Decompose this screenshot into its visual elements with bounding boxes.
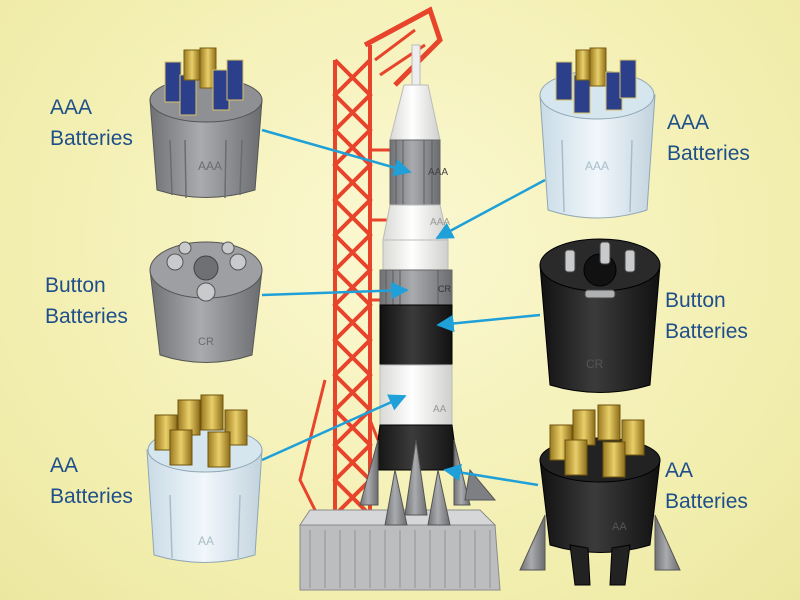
battery-icon bbox=[555, 47, 637, 114]
holder-marking: AA bbox=[612, 521, 627, 533]
arrow-aaa-right bbox=[435, 178, 546, 240]
battery-icon bbox=[549, 404, 645, 478]
label-line: AA bbox=[50, 454, 79, 477]
holder-marking: AA bbox=[198, 534, 214, 548]
label-button-right: Button Batteries bbox=[665, 285, 748, 347]
arrow-aa-left bbox=[261, 394, 407, 462]
label-line: Button bbox=[665, 289, 726, 312]
label-line: Batteries bbox=[50, 485, 133, 508]
label-aaa-left: AAA Batteries bbox=[50, 92, 133, 154]
battery-holder-button-right: CR bbox=[539, 238, 661, 393]
holder-marking: CR bbox=[586, 357, 604, 371]
arrow-button-right bbox=[436, 313, 541, 333]
label-line: Button bbox=[45, 274, 106, 297]
label-line: AA bbox=[665, 459, 694, 482]
rocket-marking: AA bbox=[433, 404, 447, 415]
battery-holder-button-left: CR bbox=[149, 241, 263, 363]
rocket-marking: CR bbox=[438, 284, 451, 294]
arrow-aaa-left bbox=[261, 128, 412, 177]
label-line: Batteries bbox=[665, 490, 748, 513]
label-line: Batteries bbox=[50, 127, 133, 150]
label-aaa-right: AAA Batteries bbox=[667, 107, 750, 169]
battery-icon bbox=[154, 394, 248, 468]
rocket-model: AAA AAA CR AA bbox=[359, 44, 497, 526]
battery-holder-aa-right: AA bbox=[519, 404, 681, 586]
label-line: Batteries bbox=[45, 305, 128, 328]
rocket-marking: AAA bbox=[430, 217, 450, 228]
arrow-aa-right bbox=[443, 463, 539, 487]
pointer-arrows bbox=[261, 128, 546, 487]
label-aa-right: AA Batteries bbox=[665, 455, 748, 517]
battery-icon bbox=[164, 47, 244, 116]
arrow-button-left bbox=[261, 281, 409, 300]
label-line: AAA bbox=[667, 111, 710, 134]
battery-holder-aaa-left: AAA bbox=[149, 47, 263, 199]
label-line: Batteries bbox=[665, 320, 748, 343]
label-button-left: Button Batteries bbox=[45, 270, 128, 332]
holder-marking: AAA bbox=[585, 159, 609, 173]
label-line: AAA bbox=[50, 96, 93, 119]
label-line: Batteries bbox=[667, 142, 750, 165]
battery-holder-aa-left: AA bbox=[146, 394, 263, 563]
rocket-marking: AAA bbox=[428, 167, 448, 178]
holder-marking: AAA bbox=[198, 159, 222, 173]
holder-marking: CR bbox=[198, 336, 214, 348]
label-aa-left: AA Batteries bbox=[50, 450, 133, 512]
battery-holder-aaa-right: AAA bbox=[539, 47, 656, 219]
